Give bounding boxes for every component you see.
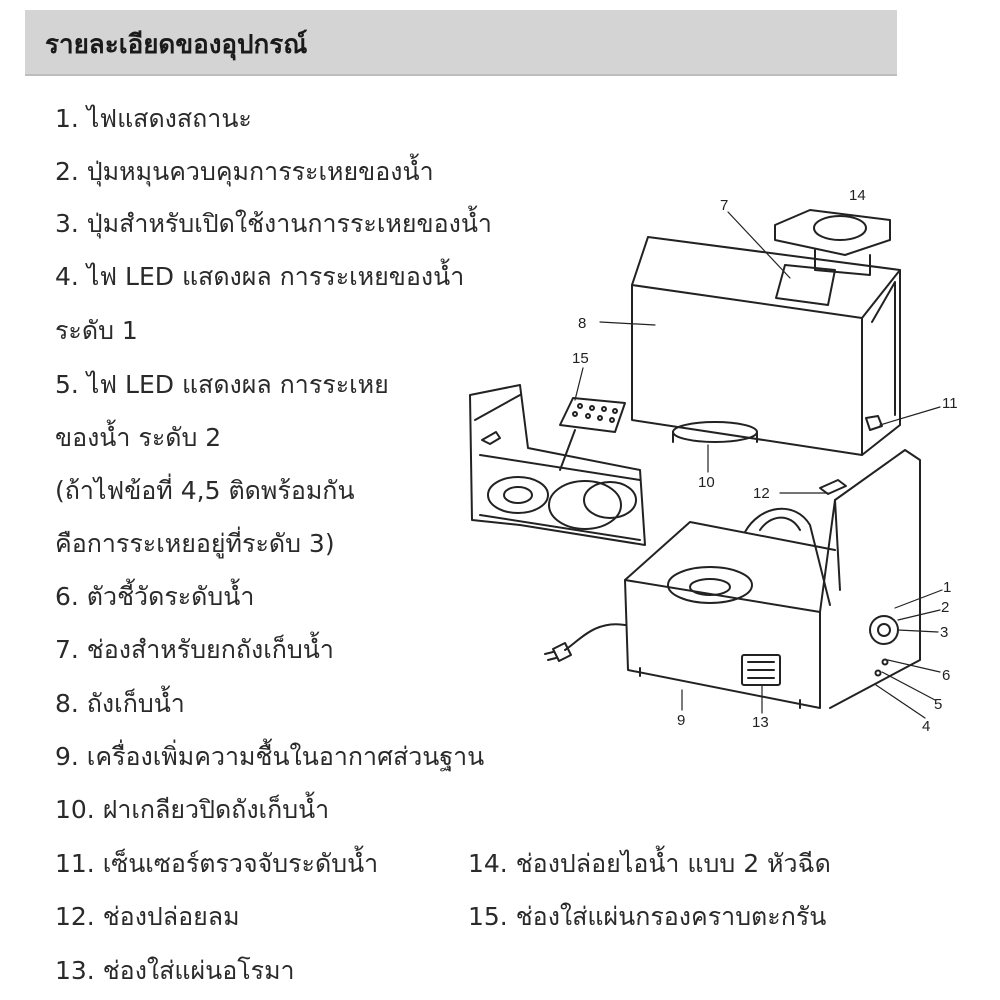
- section-header: รายละเอียดของอุปกรณ์: [25, 10, 897, 76]
- list-item: 14. ช่องปล่อยไอน้ำ แบบ 2 หัวฉีด: [468, 849, 831, 878]
- list-item: 13. ช่องใส่แผ่นอโรมา: [55, 956, 295, 985]
- base-top-view: [469, 384, 646, 546]
- callout-10: 10: [698, 474, 715, 491]
- mist-nozzle: [774, 209, 891, 276]
- callout-15: 15: [572, 350, 589, 367]
- callout-14: 14: [849, 187, 866, 204]
- callout-9: 9: [677, 712, 685, 729]
- callout-8: 8: [578, 315, 586, 332]
- list-item: ระดับ 1: [55, 316, 138, 345]
- callout-12: 12: [753, 485, 770, 502]
- list-item: 4. ไฟ LED แสดงผล การระเหยของน้ำ: [55, 262, 465, 291]
- list-item: 8. ถังเก็บน้ำ: [55, 689, 185, 718]
- callout-3: 3: [940, 624, 948, 641]
- base-unit: [624, 449, 921, 709]
- list-item: 3. ปุ่มสำหรับเปิดใช้งานการระเหยของน้ำ: [55, 209, 492, 238]
- list-item: 12. ช่องปล่อยลม: [55, 902, 240, 931]
- list-item: 2. ปุ่มหมุนควบคุมการระเหยของน้ำ: [55, 157, 434, 186]
- water-tank: [631, 236, 901, 456]
- section-title: รายละเอียดของอุปกรณ์: [45, 30, 308, 60]
- list-item: (ถ้าไฟข้อที่ 4,5 ติดพร้อมกัน: [55, 476, 355, 505]
- callout-7: 7: [720, 197, 728, 214]
- list-item: 9. เครื่องเพิ่มความชื้นในอากาศส่วนฐาน: [55, 742, 485, 771]
- filter-plate: [559, 397, 626, 471]
- list-item: 11. เซ็นเซอร์ตรวจจับระดับน้ำ: [55, 849, 379, 878]
- list-item: 10. ฝาเกลียวปิดถังเก็บน้ำ: [55, 795, 330, 824]
- list-item: คือการระเหยอยู่ที่ระดับ 3): [55, 529, 335, 558]
- power-plug: [544, 623, 626, 662]
- callout-11: 11: [942, 395, 958, 412]
- callout-6: 6: [942, 667, 950, 684]
- list-item: 1. ไฟแสดงสถานะ: [55, 104, 252, 133]
- callout-13: 13: [752, 714, 769, 731]
- callout-4: 4: [922, 718, 930, 735]
- list-item: 5. ไฟ LED แสดงผล การระเหย: [55, 370, 389, 399]
- list-item: 15. ช่องใส่แผ่นกรองคราบตะกรัน: [468, 902, 827, 931]
- callout-2: 2: [941, 599, 949, 616]
- humidifier-diagram: 14 7 8 15 11 10 12 1 2 3 6 5 4 9 13: [469, 187, 958, 735]
- callout-1: 1: [943, 579, 951, 596]
- list-item: ของน้ำ ระดับ 2: [55, 423, 222, 452]
- callout-5: 5: [934, 696, 942, 713]
- list-item: 7. ช่องสำหรับยกถังเก็บน้ำ: [55, 635, 334, 664]
- list-item: 6. ตัวชี้วัดระดับน้ำ: [55, 582, 255, 611]
